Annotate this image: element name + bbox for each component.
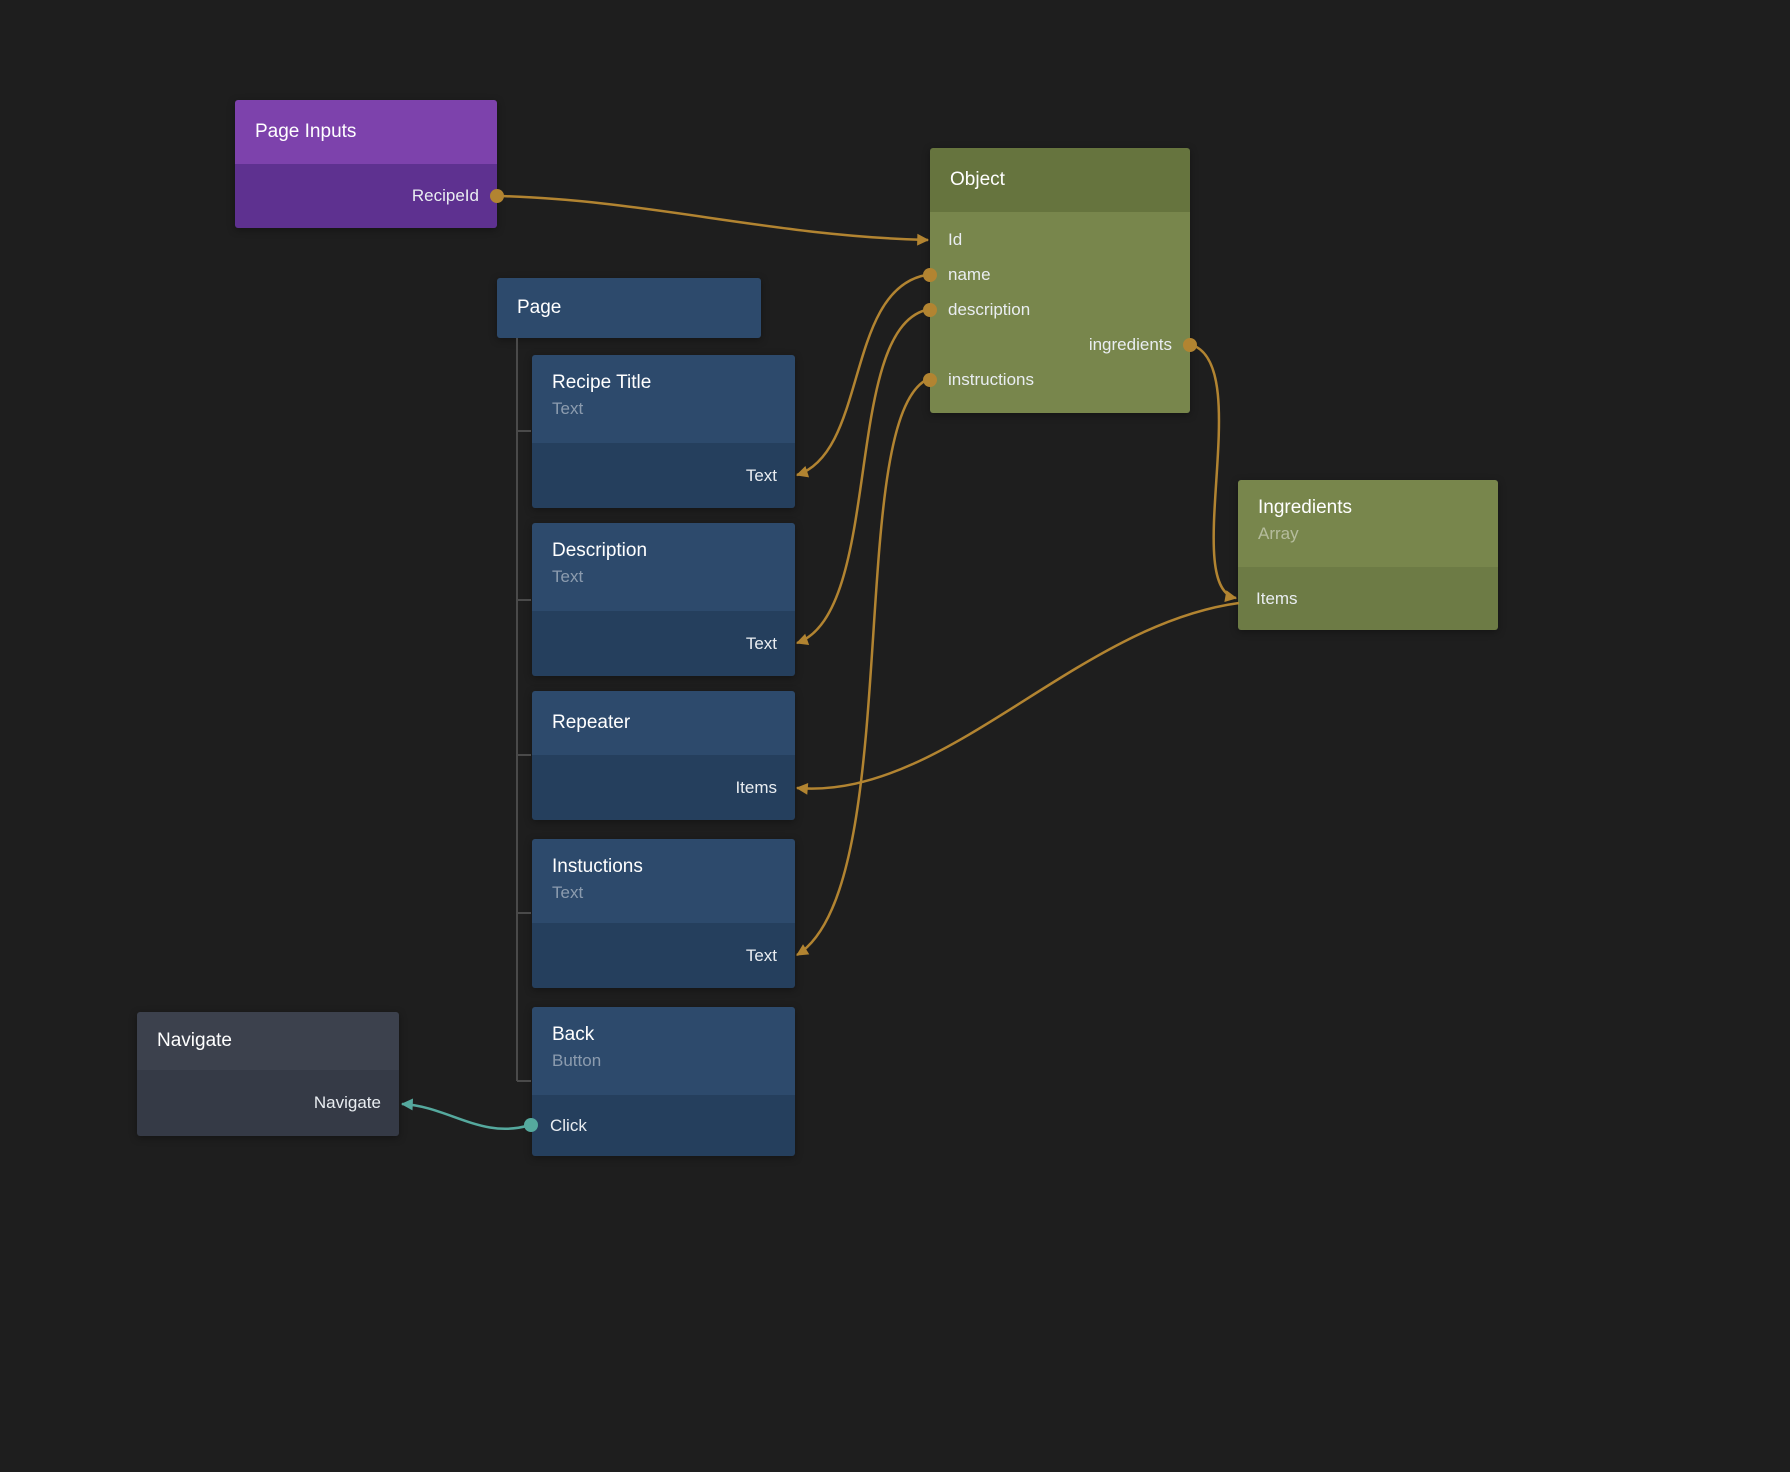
wire-name-to-recipe-title-text[interactable] [795,273,927,478]
port-label: instructions [948,369,1034,389]
wire-ingredients-to-ingredients-items[interactable] [1191,343,1238,602]
node-header: Page [497,278,761,338]
port-label: description [948,299,1031,319]
port-label: name [948,264,991,284]
wire-back-click-to-navigate[interactable] [400,1098,531,1130]
port-items-input[interactable]: Items [1238,567,1498,630]
node-header: Description Text [532,523,795,611]
port-ingredients-output[interactable]: ingredients [930,327,1190,362]
node-page-inputs[interactable]: Page Inputs RecipeId [235,100,497,228]
node-subtitle: Text [552,882,584,902]
node-repeater[interactable]: Repeater Items [532,691,795,820]
port-description-output[interactable]: description [930,292,1190,327]
node-title: Recipe Title [552,372,652,393]
node-title: Ingredients [1258,497,1353,518]
node-title: Object [950,168,1005,190]
port-label: Text [745,945,777,965]
port-text-input[interactable]: Text [532,443,795,508]
node-title: Navigate [157,1029,232,1051]
port-instructions-output[interactable]: instructions [930,362,1190,397]
node-header: Repeater [532,691,795,755]
node-header: Object [930,148,1190,212]
wire-recipeid-to-object-id[interactable] [498,194,930,246]
node-title: Back [552,1024,595,1045]
port-recipeid-output[interactable]: RecipeId [235,164,497,228]
port-click-output[interactable]: Click [532,1095,795,1156]
node-header: Ingredients Array [1238,480,1498,567]
node-subtitle: Text [552,398,584,418]
wire-instructions-to-instuctions-text[interactable] [796,378,927,957]
node-title: Repeater [552,711,631,733]
port-label: Items [1256,588,1298,608]
node-title: Page [517,296,562,318]
node-title: Description [552,540,648,561]
port-label: ingredients [1088,334,1172,354]
port-label: Navigate [313,1093,381,1112]
node-page[interactable]: Page [497,278,761,338]
node-header: Page Inputs [235,100,497,164]
node-header: Instuctions Text [532,839,795,923]
node-header: Back Button [532,1007,795,1095]
port-label: Items [735,777,777,797]
node-header: Recipe Title Text [532,355,795,443]
wire-ingredients-items-to-repeater-items[interactable] [795,601,1240,795]
port-id-input[interactable]: Id [930,222,1190,257]
node-header: Navigate [137,1012,399,1070]
port-text-input[interactable]: Text [532,611,795,676]
node-title: Page Inputs [255,120,357,142]
node-object[interactable]: Object Id name description ingredients i… [930,148,1190,413]
port-label: Id [948,229,963,249]
node-navigate[interactable]: Navigate Navigate [137,1012,399,1136]
node-recipe-title[interactable]: Recipe Title Text Text [532,355,795,508]
port-label: Click [550,1115,587,1135]
port-text-input[interactable]: Text [532,923,795,988]
wire-description-to-description-text[interactable] [795,308,927,645]
hierarchy-lines [516,338,531,1082]
node-subtitle: Array [1258,523,1299,543]
port-label: Text [745,633,777,653]
node-instuctions[interactable]: Instuctions Text Text [532,839,795,988]
port-label: Text [745,465,777,485]
port-label: RecipeId [411,186,479,205]
node-description[interactable]: Description Text Text [532,523,795,676]
node-ingredients[interactable]: Ingredients Array Items [1238,480,1498,630]
port-navigate-input[interactable]: Navigate [137,1070,399,1136]
port-items-input[interactable]: Items [532,755,795,820]
node-back[interactable]: Back Button Click [532,1007,795,1156]
node-title: Instuctions [552,856,643,877]
port-name-output[interactable]: name [930,257,1190,292]
node-subtitle: Button [552,1050,602,1070]
node-subtitle: Text [552,566,584,586]
